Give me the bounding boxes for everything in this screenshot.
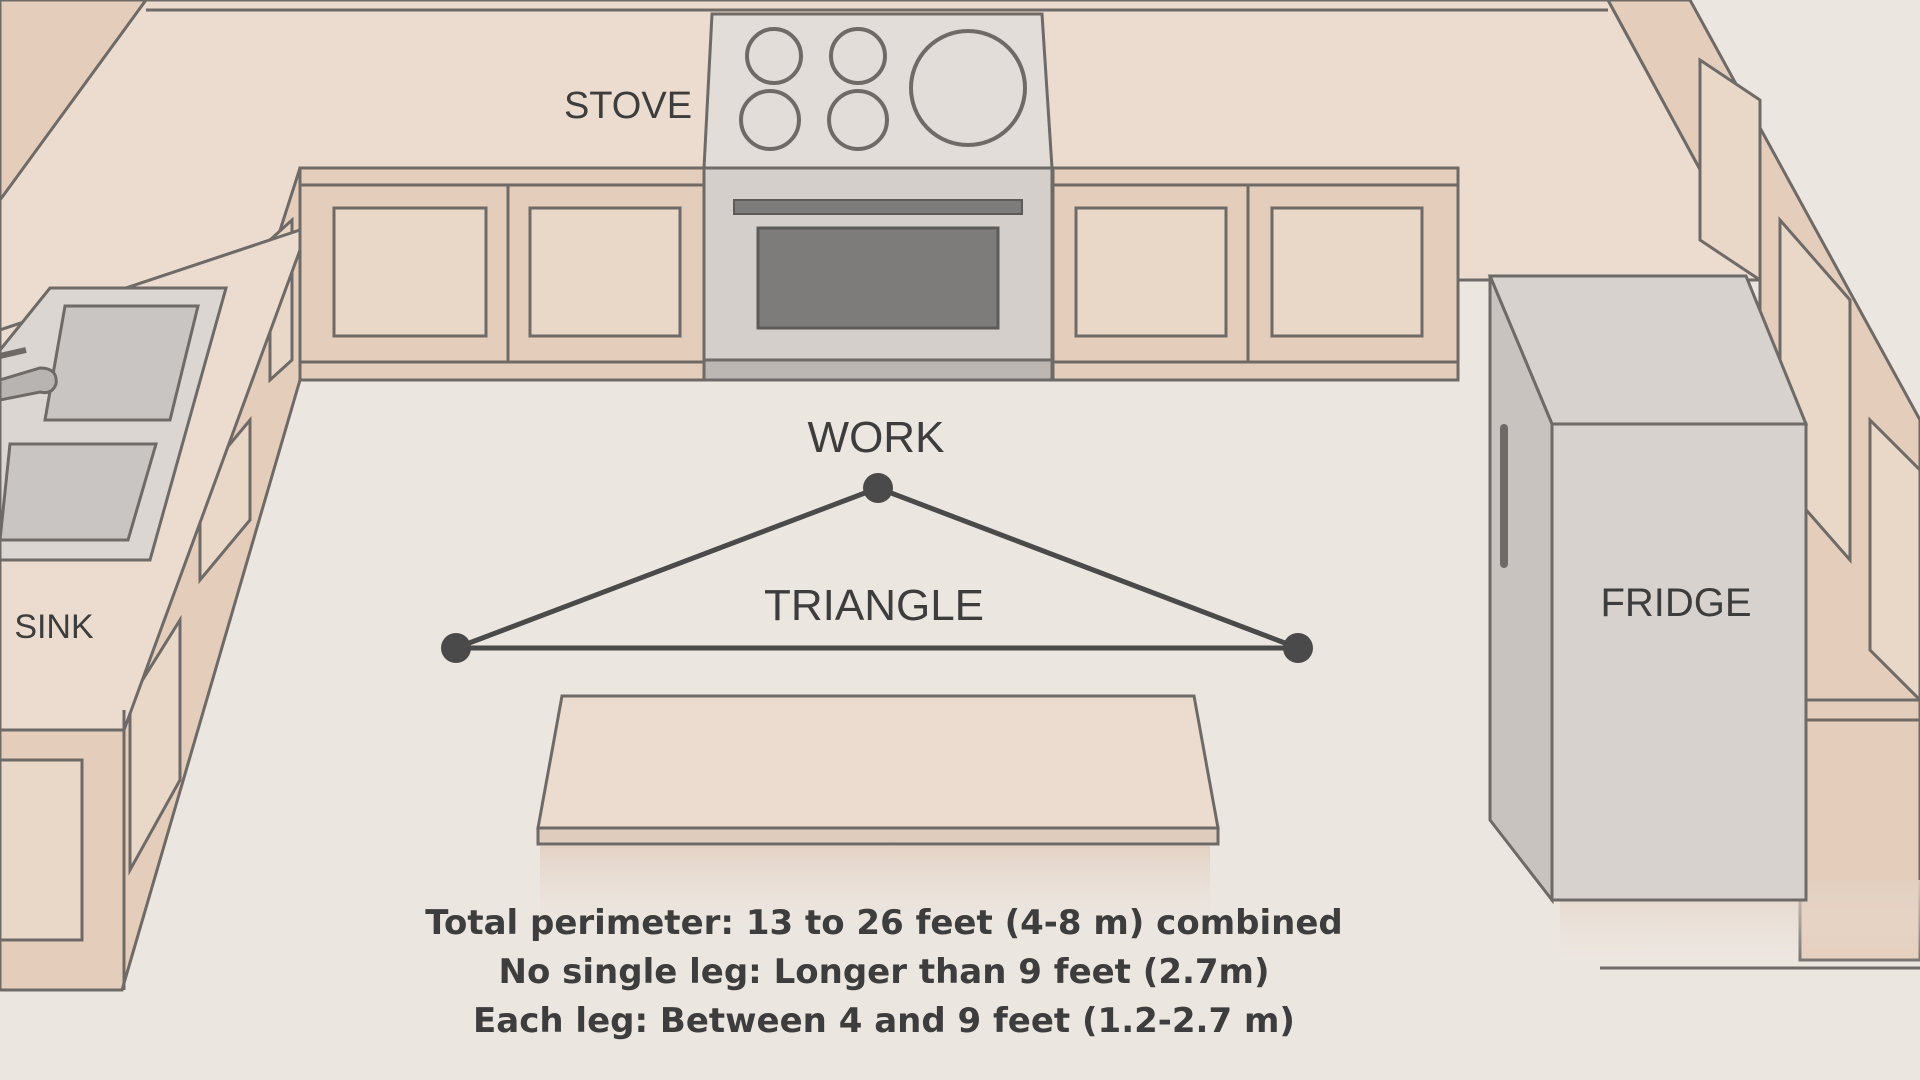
note-total-perimeter: Total perimeter: 13 to 26 feet (4-8 m) c… — [425, 903, 1342, 943]
burner-large — [909, 29, 1027, 147]
back-cabinets-right — [1051, 166, 1460, 382]
back-cabinets-left — [298, 166, 706, 382]
vertex-fridge — [1283, 633, 1313, 663]
burner-small-2 — [829, 27, 887, 85]
fridge-label: FRIDGE — [1600, 581, 1751, 625]
stove — [702, 12, 1054, 382]
stove-label: STOVE — [564, 85, 692, 127]
work-triangle — [441, 473, 1313, 663]
triangle-label: TRIANGLE — [764, 581, 984, 630]
island — [536, 694, 1220, 936]
vertex-stove — [863, 473, 893, 503]
sink-label: SINK — [14, 608, 94, 646]
sink — [0, 286, 228, 562]
burner-small-3 — [739, 89, 801, 151]
burner-small-1 — [745, 27, 803, 85]
vertex-sink — [441, 633, 471, 663]
work-label: WORK — [808, 413, 945, 462]
note-no-single-leg: No single leg: Longer than 9 feet (2.7m) — [498, 952, 1269, 992]
note-each-leg: Each leg: Between 4 and 9 feet (1.2-2.7 … — [473, 1001, 1295, 1041]
burner-small-4 — [827, 89, 889, 151]
faucet-icon — [0, 366, 58, 402]
fridge — [1487, 274, 1809, 905]
triangle-outline — [453, 485, 1301, 651]
